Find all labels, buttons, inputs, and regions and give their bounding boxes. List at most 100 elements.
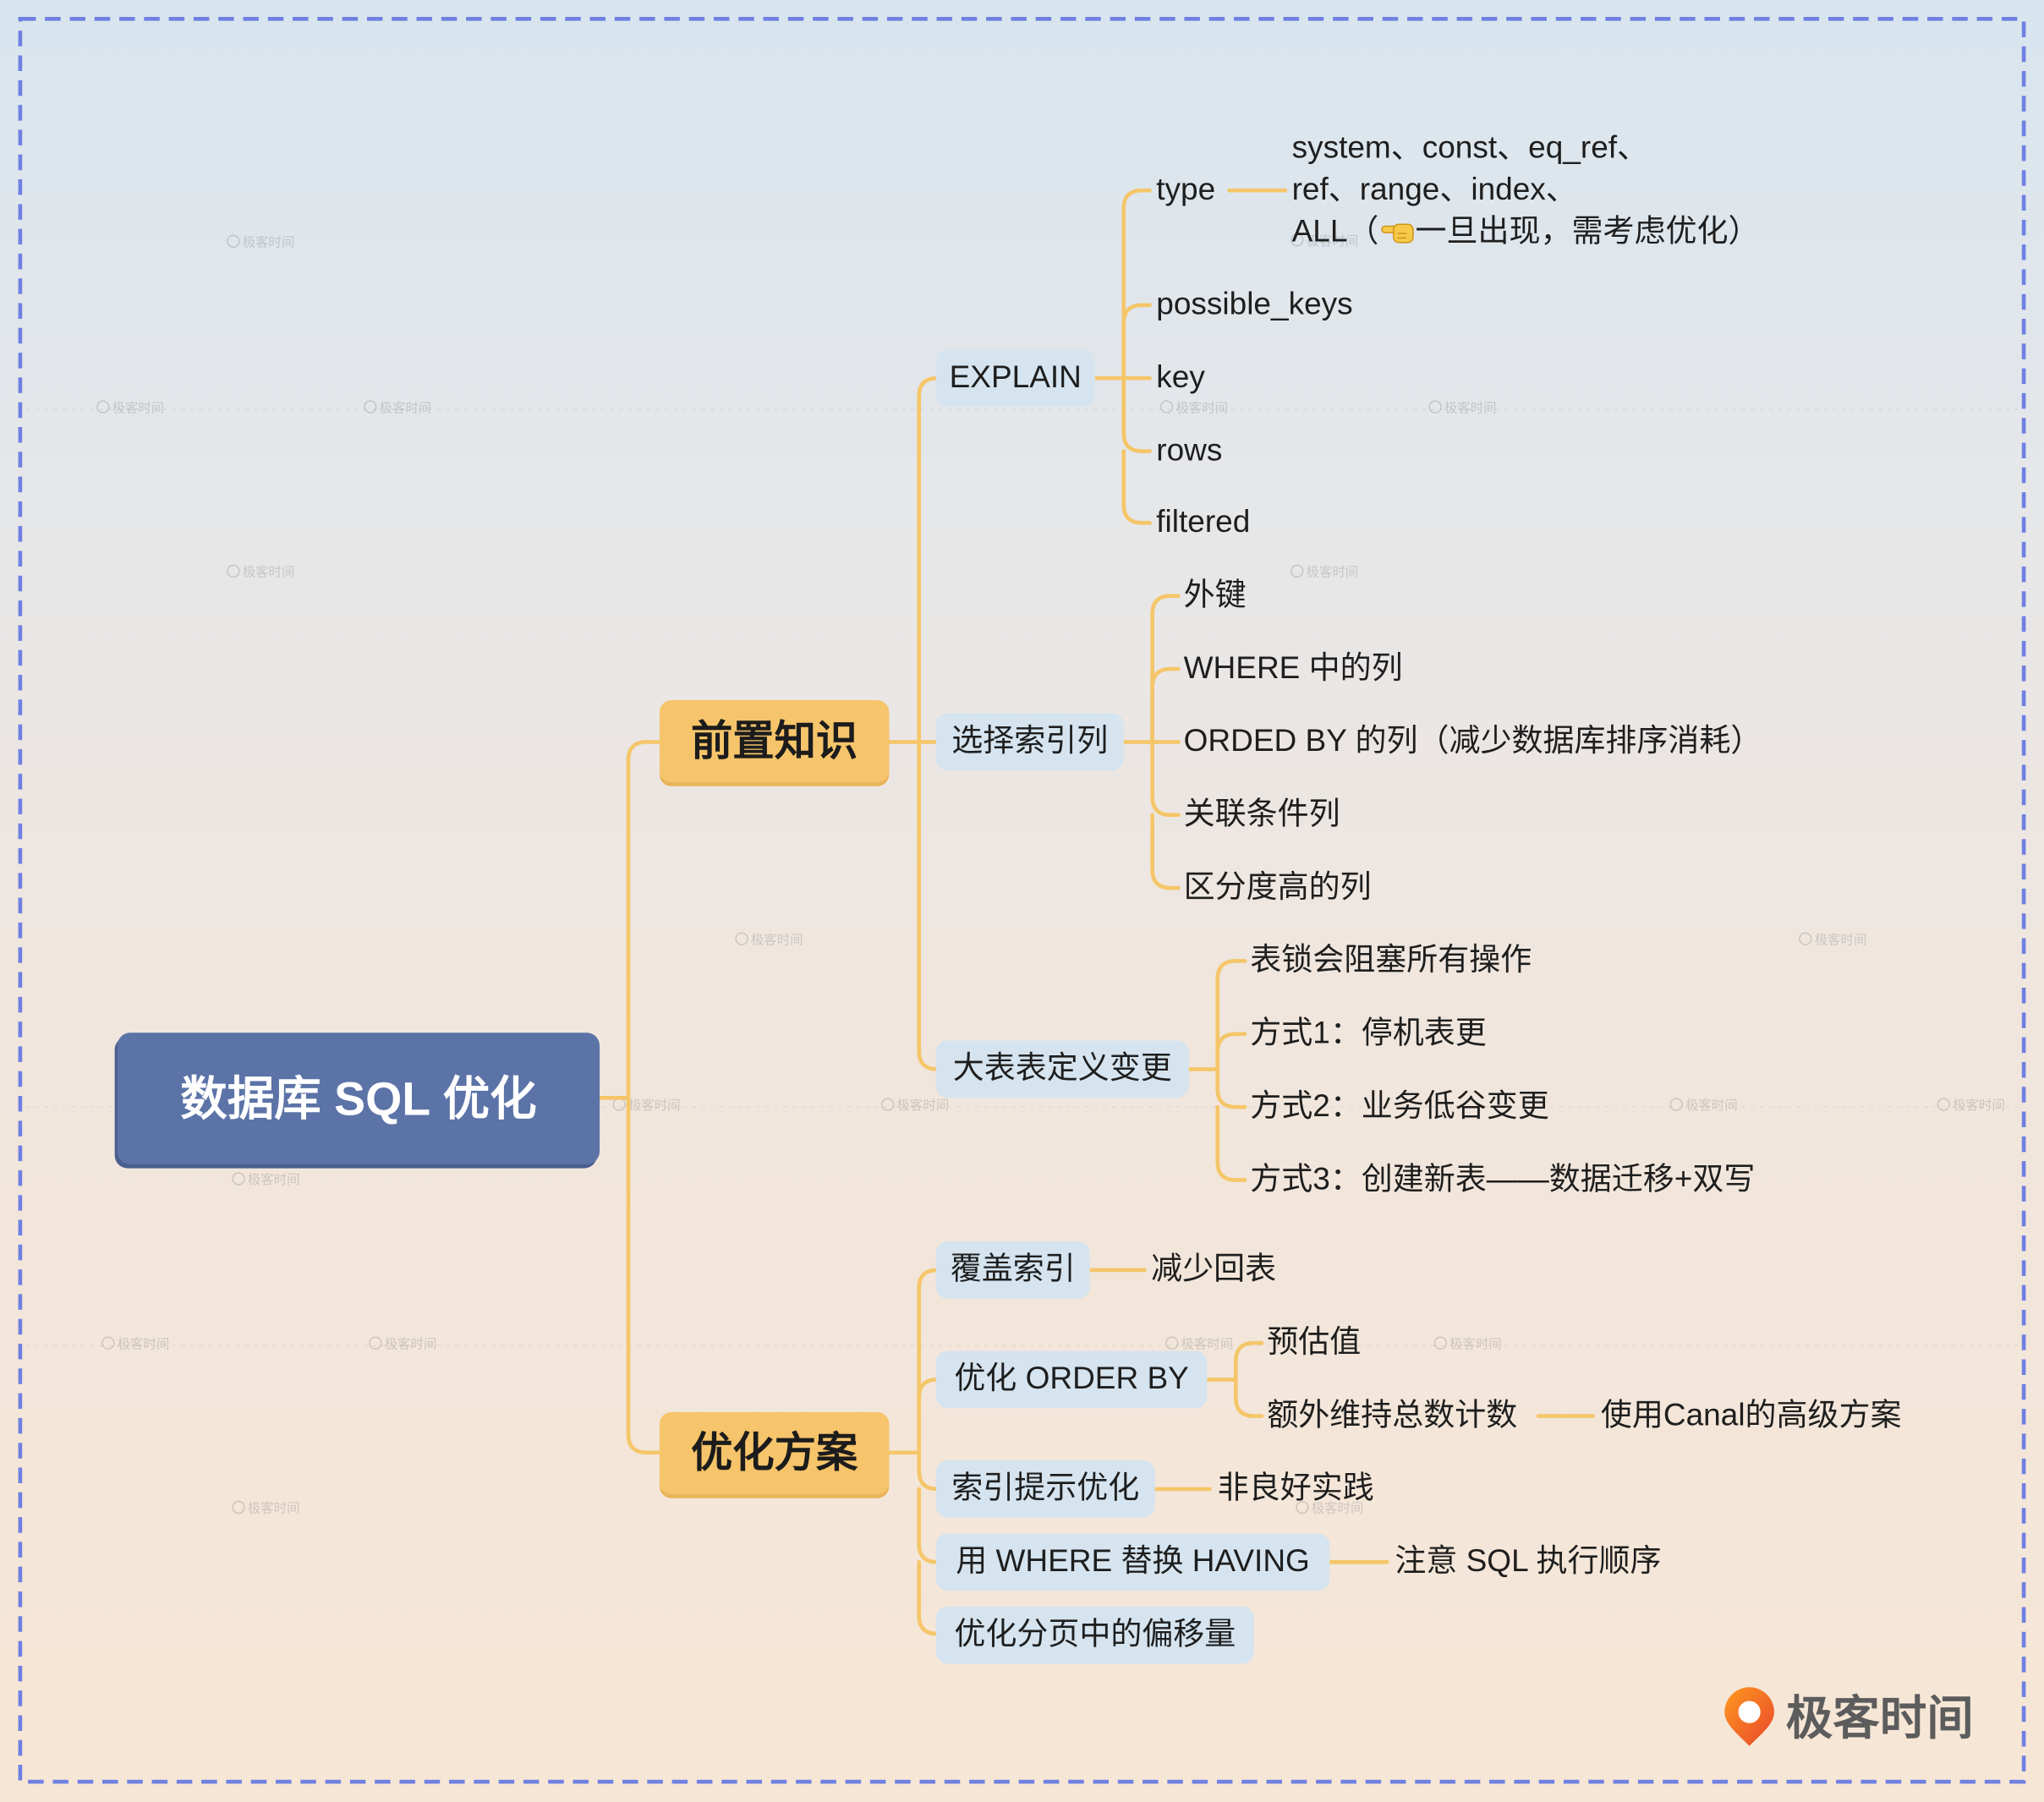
watermark: 极客时间 (1159, 400, 1228, 419)
watermark: 极客时间 (1433, 1336, 1502, 1356)
watermark-logo-icon (1937, 1098, 1951, 1111)
leaf-high-selectivity-columns: 区分度高的列 (1183, 869, 1372, 906)
watermark-logo-icon (1669, 1098, 1684, 1111)
leaf-reduce-table-lookup: 减少回表 (1151, 1252, 1277, 1287)
connector-explain-to-possible-keys (1121, 303, 1152, 381)
type-values-line-3-end: 一旦出现，需考虑优化） (1415, 213, 1760, 249)
leaf-sql-execution-order: 注意 SQL 执行顺序 (1395, 1543, 1662, 1580)
watermark-text: 极客时间 (1814, 934, 1867, 949)
watermark-text: 极客时间 (247, 1173, 300, 1188)
watermark-text: 极客时间 (1311, 1502, 1364, 1517)
watermark-logo-icon (1799, 932, 1812, 945)
watermark-text: 极客时间 (384, 1338, 437, 1353)
connector-prerequisites-to-explain (917, 375, 941, 744)
watermark-text: 极客时间 (117, 1338, 170, 1353)
subtopic-large-table-ddl-change: 大表表定义变更 (935, 1040, 1189, 1098)
watermark-logo-icon (1291, 564, 1304, 578)
leaf-join-condition-columns: 关联条件列 (1183, 797, 1340, 832)
watermark-logo-icon (364, 400, 377, 414)
subtopic-covering-index: 覆盖索引 (935, 1241, 1090, 1299)
watermark-logo-icon (1291, 233, 1304, 247)
leaf-method-3: 方式3：创建新表——数据迁移+双写 (1250, 1161, 1756, 1197)
watermark: 极客时间 (881, 1098, 949, 1116)
watermark-text: 极客时间 (1449, 1338, 1502, 1353)
connector-explain-to-rows (1121, 375, 1152, 453)
watermark-logo-icon (1165, 1336, 1179, 1350)
leaf-table-lock: 表锁会阻塞所有操作 (1250, 942, 1532, 978)
watermark-text: 极客时间 (112, 401, 165, 416)
watermark-logo-icon (1296, 1500, 1309, 1514)
connector-index-columns-to-selectivity (1150, 813, 1181, 890)
subtopic-index-hint-optimization: 索引提示优化 (935, 1460, 1155, 1518)
leaf-type-values: system、const、eq_ref、 ref、range、index、 AL… (1292, 128, 1760, 253)
connector-ddl-to-method-3 (1215, 1104, 1247, 1182)
leaf-foreign-key: 外键 (1183, 578, 1247, 613)
type-values-line-3-start: ALL（ (1291, 213, 1379, 249)
watermark-text: 极客时间 (1306, 234, 1359, 249)
watermark-logo-icon (1428, 400, 1442, 414)
connector-index-columns-to-where (1150, 666, 1181, 744)
watermark-logo-icon (369, 1336, 382, 1350)
watermark: 极客时间 (1669, 1098, 1738, 1116)
type-values-line-2: ref、range、index、 (1291, 172, 1577, 208)
pointing-hand-left-icon (1380, 215, 1414, 244)
leaf-type: type (1156, 172, 1216, 208)
watermark-text: 极客时间 (1181, 1338, 1234, 1353)
central-topic: 数据库 SQL 优化 (117, 1032, 600, 1164)
subtopic-optimize-order-by: 优化 ORDER BY (935, 1350, 1208, 1409)
leaf-key: key (1156, 359, 1205, 396)
watermark: 极客时间 (364, 400, 431, 419)
watermark: 极客时间 (101, 1336, 170, 1356)
watermark-logo-icon (232, 1500, 245, 1514)
main-topic-prerequisites: 前置知识 (659, 700, 890, 783)
watermark-logo-icon (101, 1336, 115, 1350)
subtopic-where-instead-of-having: 用 WHERE 替换 HAVING (935, 1533, 1330, 1591)
connector-ddl-to-method-2 (1215, 1067, 1247, 1109)
connector-explain-to-filtered (1121, 449, 1152, 525)
connector-explain-to-type (1121, 188, 1152, 381)
watermark: 极客时间 (232, 1172, 300, 1191)
connector-root-to-prerequisites (597, 740, 665, 1100)
connector-order-by-to-count (1233, 1378, 1264, 1418)
watermark-text: 极客时间 (242, 566, 295, 581)
watermark: 极客时间 (227, 564, 295, 583)
watermark: 极客时间 (735, 932, 803, 951)
watermark: 极客时间 (1291, 233, 1358, 252)
connector-index-columns-to-foreign-key (1150, 594, 1181, 744)
watermark: 极客时间 (1937, 1098, 2005, 1116)
connector-root-to-optimization (626, 1096, 665, 1455)
watermark-text: 极客时间 (242, 236, 295, 251)
watermark: 极客时间 (232, 1500, 300, 1520)
watermark: 极客时间 (1428, 400, 1497, 419)
type-values-line-3: ALL（ 一旦出现，需考虑优化） (1292, 211, 1760, 253)
watermark-text: 极客时间 (750, 934, 803, 949)
watermark-logo-icon (881, 1098, 895, 1111)
leaf-possible-keys: possible_keys (1156, 287, 1353, 322)
watermark-text: 极客时间 (379, 401, 432, 416)
watermark: 极客时间 (369, 1336, 437, 1356)
watermark: 极客时间 (1291, 564, 1358, 583)
watermark-text: 极客时间 (1685, 1098, 1738, 1114)
connector-ddl-to-table-lock (1186, 959, 1247, 1071)
watermark-text: 极客时间 (1444, 401, 1497, 416)
watermark: 极客时间 (1799, 932, 1867, 951)
watermark-text: 极客时间 (896, 1098, 950, 1114)
connector-optimization-to-covering-index (886, 1268, 941, 1455)
subtopic-optimize-pagination-offset: 优化分页中的偏移量 (935, 1606, 1254, 1664)
leaf-method-2: 方式2：业务低谷变更 (1250, 1088, 1549, 1125)
watermark-logo-icon (1159, 400, 1174, 414)
leaf-rows: rows (1156, 432, 1223, 468)
main-topic-optimization-plans: 优化方案 (659, 1411, 890, 1495)
type-values-line-1: system、const、eq_ref、 (1291, 130, 1649, 166)
watermark: 极客时间 (227, 234, 295, 254)
geektime-logo-icon (1721, 1686, 1778, 1749)
watermark-logo-icon (232, 1172, 245, 1186)
watermark-logo-icon (96, 400, 110, 414)
watermark-logo-icon (735, 932, 748, 945)
watermark-logo-icon (227, 564, 240, 578)
leaf-orded-by-columns: ORDED BY 的列（减少数据库排序消耗） (1183, 723, 1762, 759)
leaf-where-columns: WHERE 中的列 (1183, 650, 1403, 687)
watermark-logo-icon (1433, 1336, 1448, 1350)
